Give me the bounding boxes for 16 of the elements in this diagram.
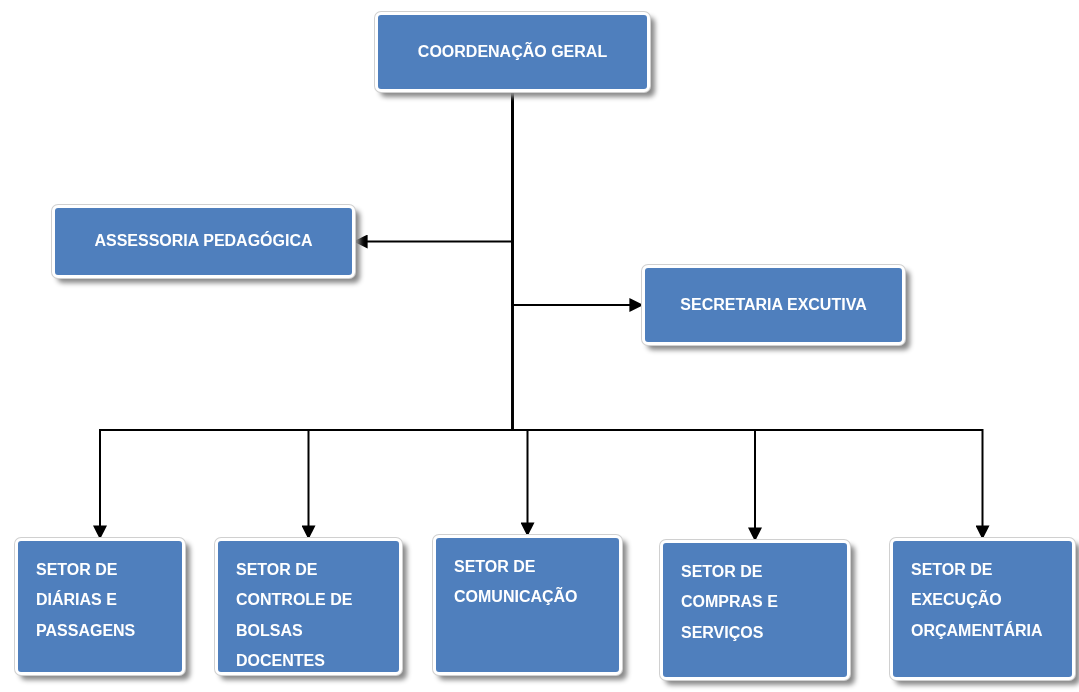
unit-name: SETOR DE COMPRAS E SERVIÇOS bbox=[681, 562, 779, 643]
org-unit-box bbox=[375, 12, 650, 92]
org-unit-box bbox=[15, 538, 185, 675]
org-unit-box bbox=[660, 540, 850, 680]
unit-name: SETOR DE DIÁRIAS E PASSAGENS bbox=[36, 560, 137, 641]
org-unit-box bbox=[52, 205, 355, 278]
org-unit-box bbox=[215, 538, 402, 675]
unit-name: SETOR DE CONTROLE DE BOLSAS DOCENTES bbox=[236, 560, 354, 672]
org-unit-box bbox=[642, 265, 905, 345]
org-unit-box bbox=[433, 535, 622, 675]
unit-name: COORDENAÇÃO GERAL bbox=[417, 41, 608, 62]
unit-name: SECRETARIA EXCUTIVA bbox=[680, 294, 867, 315]
unit-name: ASSESSORIA PEDAGÓGICA bbox=[94, 230, 313, 252]
org-unit-box bbox=[890, 538, 1075, 680]
unit-name: SETOR DE COMUNICAÇÃO bbox=[454, 557, 579, 608]
unit-name: SETOR DE EXECUÇÃO ORÇAMENTÁRIA bbox=[911, 560, 1044, 641]
